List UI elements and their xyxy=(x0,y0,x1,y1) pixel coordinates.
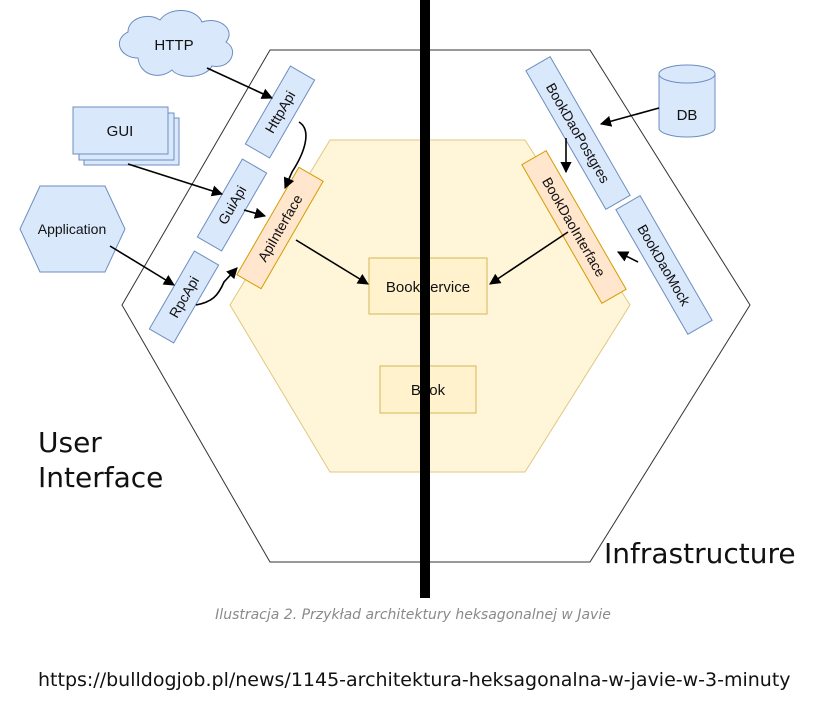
arrow-http-to-httpapi xyxy=(206,67,274,99)
arrow-application-to-rpcapi xyxy=(109,245,175,286)
user-interface-label: User Interface xyxy=(38,425,163,495)
arrow-guiapi-to-apiinterface xyxy=(243,207,267,219)
arrow-rpcapi-to-apiinterface xyxy=(195,267,238,306)
source-url: https://bulldogjob.pl/news/1145-architek… xyxy=(38,669,791,691)
arrow-gui-to-guiapi xyxy=(127,163,224,197)
arrow-db-to-postgres xyxy=(599,107,660,127)
gui-stack: GUI xyxy=(72,106,180,166)
divider-line xyxy=(420,0,430,598)
user-interface-line1: User xyxy=(38,426,102,459)
arrow-daointerface-to-bookservice xyxy=(489,231,569,285)
application-label: Application xyxy=(38,221,107,237)
http-label: HTTP xyxy=(154,37,193,54)
db-cylinder: DB xyxy=(658,64,716,138)
figure-caption: Ilustracja 2. Przykład architektury heks… xyxy=(215,607,611,623)
gui-api-adapter: GuiApi xyxy=(196,158,268,252)
user-interface-line2: Interface xyxy=(38,461,164,494)
arrow-apiinterface-to-bookservice xyxy=(295,239,369,285)
http-cloud: HTTP xyxy=(118,10,233,77)
arrow-httpapi-to-apiinterface xyxy=(283,121,307,190)
infrastructure-label: Infrastructure xyxy=(604,537,796,570)
db-label: DB xyxy=(677,107,698,124)
gui-label: GUI xyxy=(107,123,134,140)
arrow-mock-to-daointerface xyxy=(616,251,639,263)
application-hexagon: Application xyxy=(19,185,126,273)
